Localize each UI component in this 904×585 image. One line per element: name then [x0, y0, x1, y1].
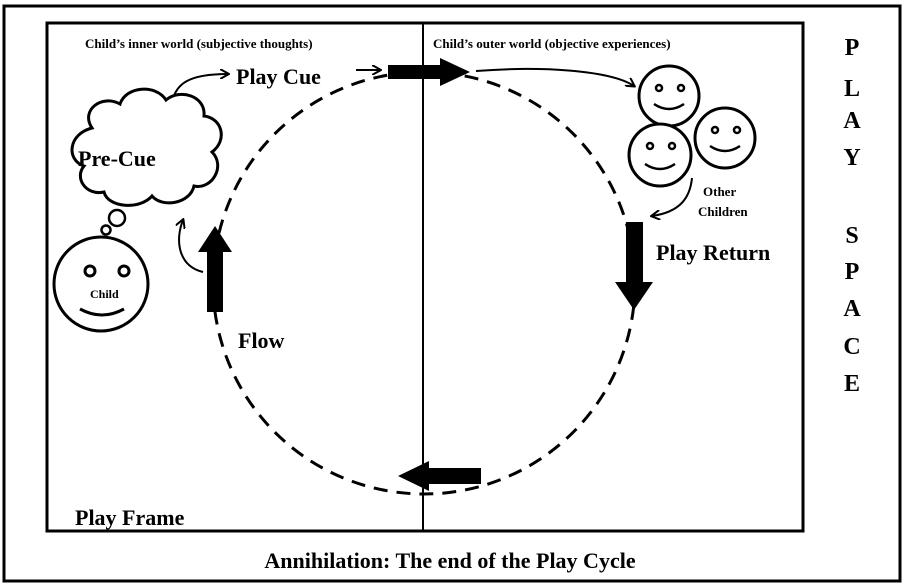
play-cue-label: Play Cue — [236, 64, 321, 89]
inner-world-label: Child’s inner world (subjective thoughts… — [85, 36, 313, 51]
flow-label: Flow — [238, 328, 285, 353]
other-children-to-return-arrow — [652, 177, 693, 216]
play-space-letter: A — [843, 108, 861, 134]
play-return-thick-arrow — [615, 222, 653, 310]
child-face — [52, 235, 150, 333]
play-space-letter: L — [844, 76, 860, 102]
play-space-letter: Y — [843, 145, 860, 171]
play-return-label: Play Return — [656, 240, 770, 265]
caption: Annihilation: The end of the Play Cycle — [264, 548, 635, 573]
play-space-title: P L A Y S P A C E — [843, 35, 861, 397]
play-space-letter: A — [843, 296, 861, 322]
other-children-label-line2: Children — [698, 204, 748, 219]
play-space-letter: P — [845, 259, 860, 285]
flow-thick-arrow — [198, 226, 232, 312]
play-space-letter: P — [845, 35, 860, 61]
outer-world-label: Child’s outer world (objective experienc… — [433, 36, 671, 51]
other-child-face-1 — [637, 64, 701, 128]
play-cue-thick-arrow — [388, 58, 470, 86]
pre-cue-label: Pre-Cue — [78, 146, 156, 171]
to-other-children-arrow — [475, 68, 634, 86]
other-child-face-3 — [693, 106, 757, 170]
pre-cue-cloud — [70, 87, 223, 236]
outer-border — [2, 4, 902, 583]
play-space-letter: C — [843, 334, 860, 360]
other-child-face-2 — [627, 122, 693, 188]
play-space-letter: E — [844, 371, 860, 397]
play-frame-box — [45, 21, 805, 533]
play-frame-label: Play Frame — [75, 505, 185, 530]
other-children-label-line1: Other — [703, 184, 736, 199]
flow-to-child-arrow — [179, 220, 204, 273]
child-label: Child — [90, 287, 119, 301]
play-space-letter: S — [845, 223, 858, 249]
annihilation-thick-arrow — [398, 461, 481, 491]
